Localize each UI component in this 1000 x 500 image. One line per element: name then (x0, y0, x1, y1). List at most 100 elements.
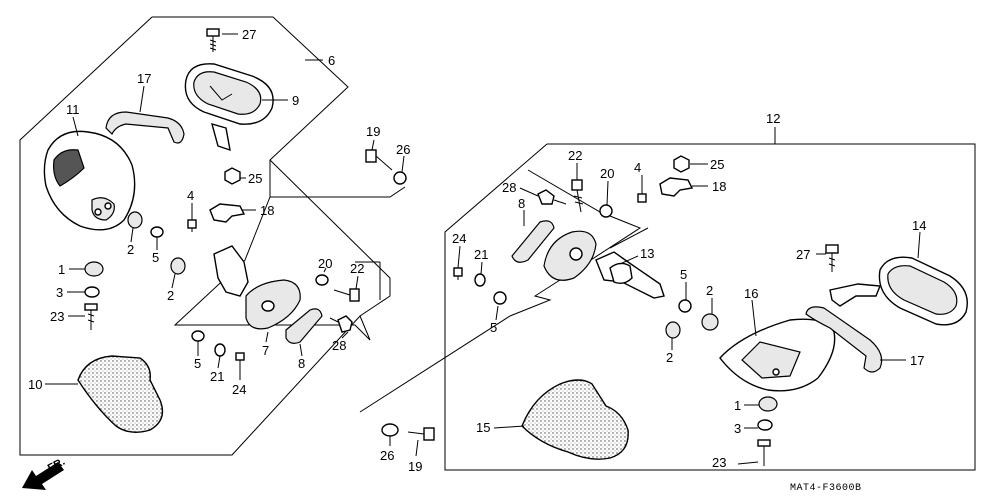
part-3-washer-right (757, 419, 773, 431)
part-8-plate-right (511, 220, 555, 263)
label-5-right-b: 5 (680, 267, 687, 282)
part-26-washer-left (393, 171, 407, 185)
label-12: 12 (766, 111, 780, 126)
part-5-bushing-right-a (493, 291, 507, 305)
part-4-screw-right (637, 175, 647, 203)
label-15-right: 15 (476, 420, 490, 435)
part-22-bolt-left (333, 288, 360, 302)
left-leader-lines (45, 33, 405, 385)
label-17-right: 17 (910, 353, 924, 368)
label-19: 19 (366, 124, 380, 139)
label-26: 26 (396, 142, 410, 157)
part-21-washer-left (214, 343, 226, 357)
label-4-right: 4 (634, 160, 641, 175)
part-5-bushing-right-b (678, 299, 692, 313)
part-18-clip-left (209, 203, 246, 223)
label-10: 10 (28, 377, 42, 392)
part-23-bolt-left (84, 303, 98, 330)
label-18: 18 (260, 203, 274, 218)
label-27-right: 27 (796, 247, 810, 262)
left-subassembly-frame (173, 186, 406, 341)
front-label: FR. (46, 456, 67, 475)
label-5-right-a: 5 (490, 320, 497, 335)
label-18-right: 18 (712, 179, 726, 194)
label-24: 24 (232, 382, 246, 397)
part-2-grommet-left-b (170, 257, 186, 275)
label-27: 27 (242, 27, 256, 42)
part-8-plate-left (285, 308, 323, 344)
part-27-screw-left (206, 28, 220, 52)
label-7: 7 (262, 343, 269, 358)
label-23: 23 (50, 309, 64, 324)
label-14-right: 14 (912, 218, 926, 233)
part-5-bushing-left-b (191, 330, 205, 342)
label-3-right: 3 (734, 421, 741, 436)
label-23-right: 23 (712, 455, 726, 470)
label-1: 1 (58, 262, 65, 277)
part-11-mirror-housing (43, 130, 136, 231)
label-5b: 5 (194, 356, 201, 371)
right-subassembly-frame (359, 169, 642, 413)
label-21: 21 (210, 369, 224, 384)
part-28-screw-left (329, 315, 353, 333)
part-18-clip-right (659, 177, 694, 197)
part-28-screw-right (537, 189, 567, 205)
label-20-right: 20 (600, 166, 614, 181)
label-4: 4 (187, 188, 194, 203)
part-22-bolt-right (571, 179, 584, 213)
part-17-trim-strip-right (805, 306, 883, 373)
left-assembly-frame (19, 16, 391, 456)
label-19-right: 19 (408, 459, 422, 474)
part-19-bolt-right (407, 427, 435, 441)
label-8-right: 8 (518, 196, 525, 211)
label-5: 5 (152, 250, 159, 265)
part-9-mirror-lens (184, 63, 274, 152)
part-3-washer-left (84, 286, 100, 298)
label-25: 25 (248, 171, 262, 186)
part-7-mount-bracket-left (213, 245, 301, 330)
front-direction-arrow: FR. (22, 456, 67, 490)
part-2-grommet-right-b (665, 321, 681, 339)
label-8: 8 (298, 356, 305, 371)
label-26-right: 26 (380, 448, 394, 463)
label-6: 6 (328, 53, 335, 68)
part-10-base-cover-left (77, 355, 164, 433)
label-20: 20 (318, 256, 332, 271)
part-1-grommet-right (758, 396, 778, 412)
right-leader-lines (389, 163, 921, 465)
part-26-washer-right (381, 423, 399, 437)
part-4-screw-left (187, 219, 197, 232)
part-24-screw-left (235, 352, 245, 368)
part-25-nut-left (224, 167, 241, 185)
part-14-mirror-lens-right (829, 256, 968, 326)
right-assembly-frame (444, 143, 976, 471)
part-1-grommet-left (84, 261, 104, 277)
part-15-base-cover-right (521, 379, 629, 460)
label-22: 22 (350, 261, 364, 276)
part-23-bolt-right (757, 439, 771, 466)
label-28: 28 (332, 338, 346, 353)
part-19-bolt-left (365, 149, 393, 171)
part-27-screw-right (825, 244, 839, 272)
drawing-code: MAT4-F3600B (790, 483, 862, 494)
part-5-bushing-left-a (150, 226, 164, 238)
part-17-trim-strip (105, 111, 185, 144)
label-9: 9 (292, 93, 299, 108)
part-21-washer-right (474, 273, 486, 287)
part-25-nut-right (673, 155, 690, 173)
label-28-right: 28 (502, 180, 516, 195)
label-22-right: 22 (568, 148, 582, 163)
part-2-grommet-right-a (701, 313, 719, 331)
label-17: 17 (137, 71, 151, 86)
part-20-washer-right (599, 204, 613, 218)
label-16-right: 16 (744, 286, 758, 301)
label-2-right-b: 2 (666, 350, 673, 365)
label-2-right-a: 2 (706, 283, 713, 298)
part-16-mirror-housing-right (719, 318, 836, 392)
label-3: 3 (56, 285, 63, 300)
label-11: 11 (66, 102, 80, 117)
part-24-screw-right (453, 267, 463, 280)
part-20-washer-left (315, 274, 329, 286)
part-2-grommet-left-a (127, 211, 143, 229)
